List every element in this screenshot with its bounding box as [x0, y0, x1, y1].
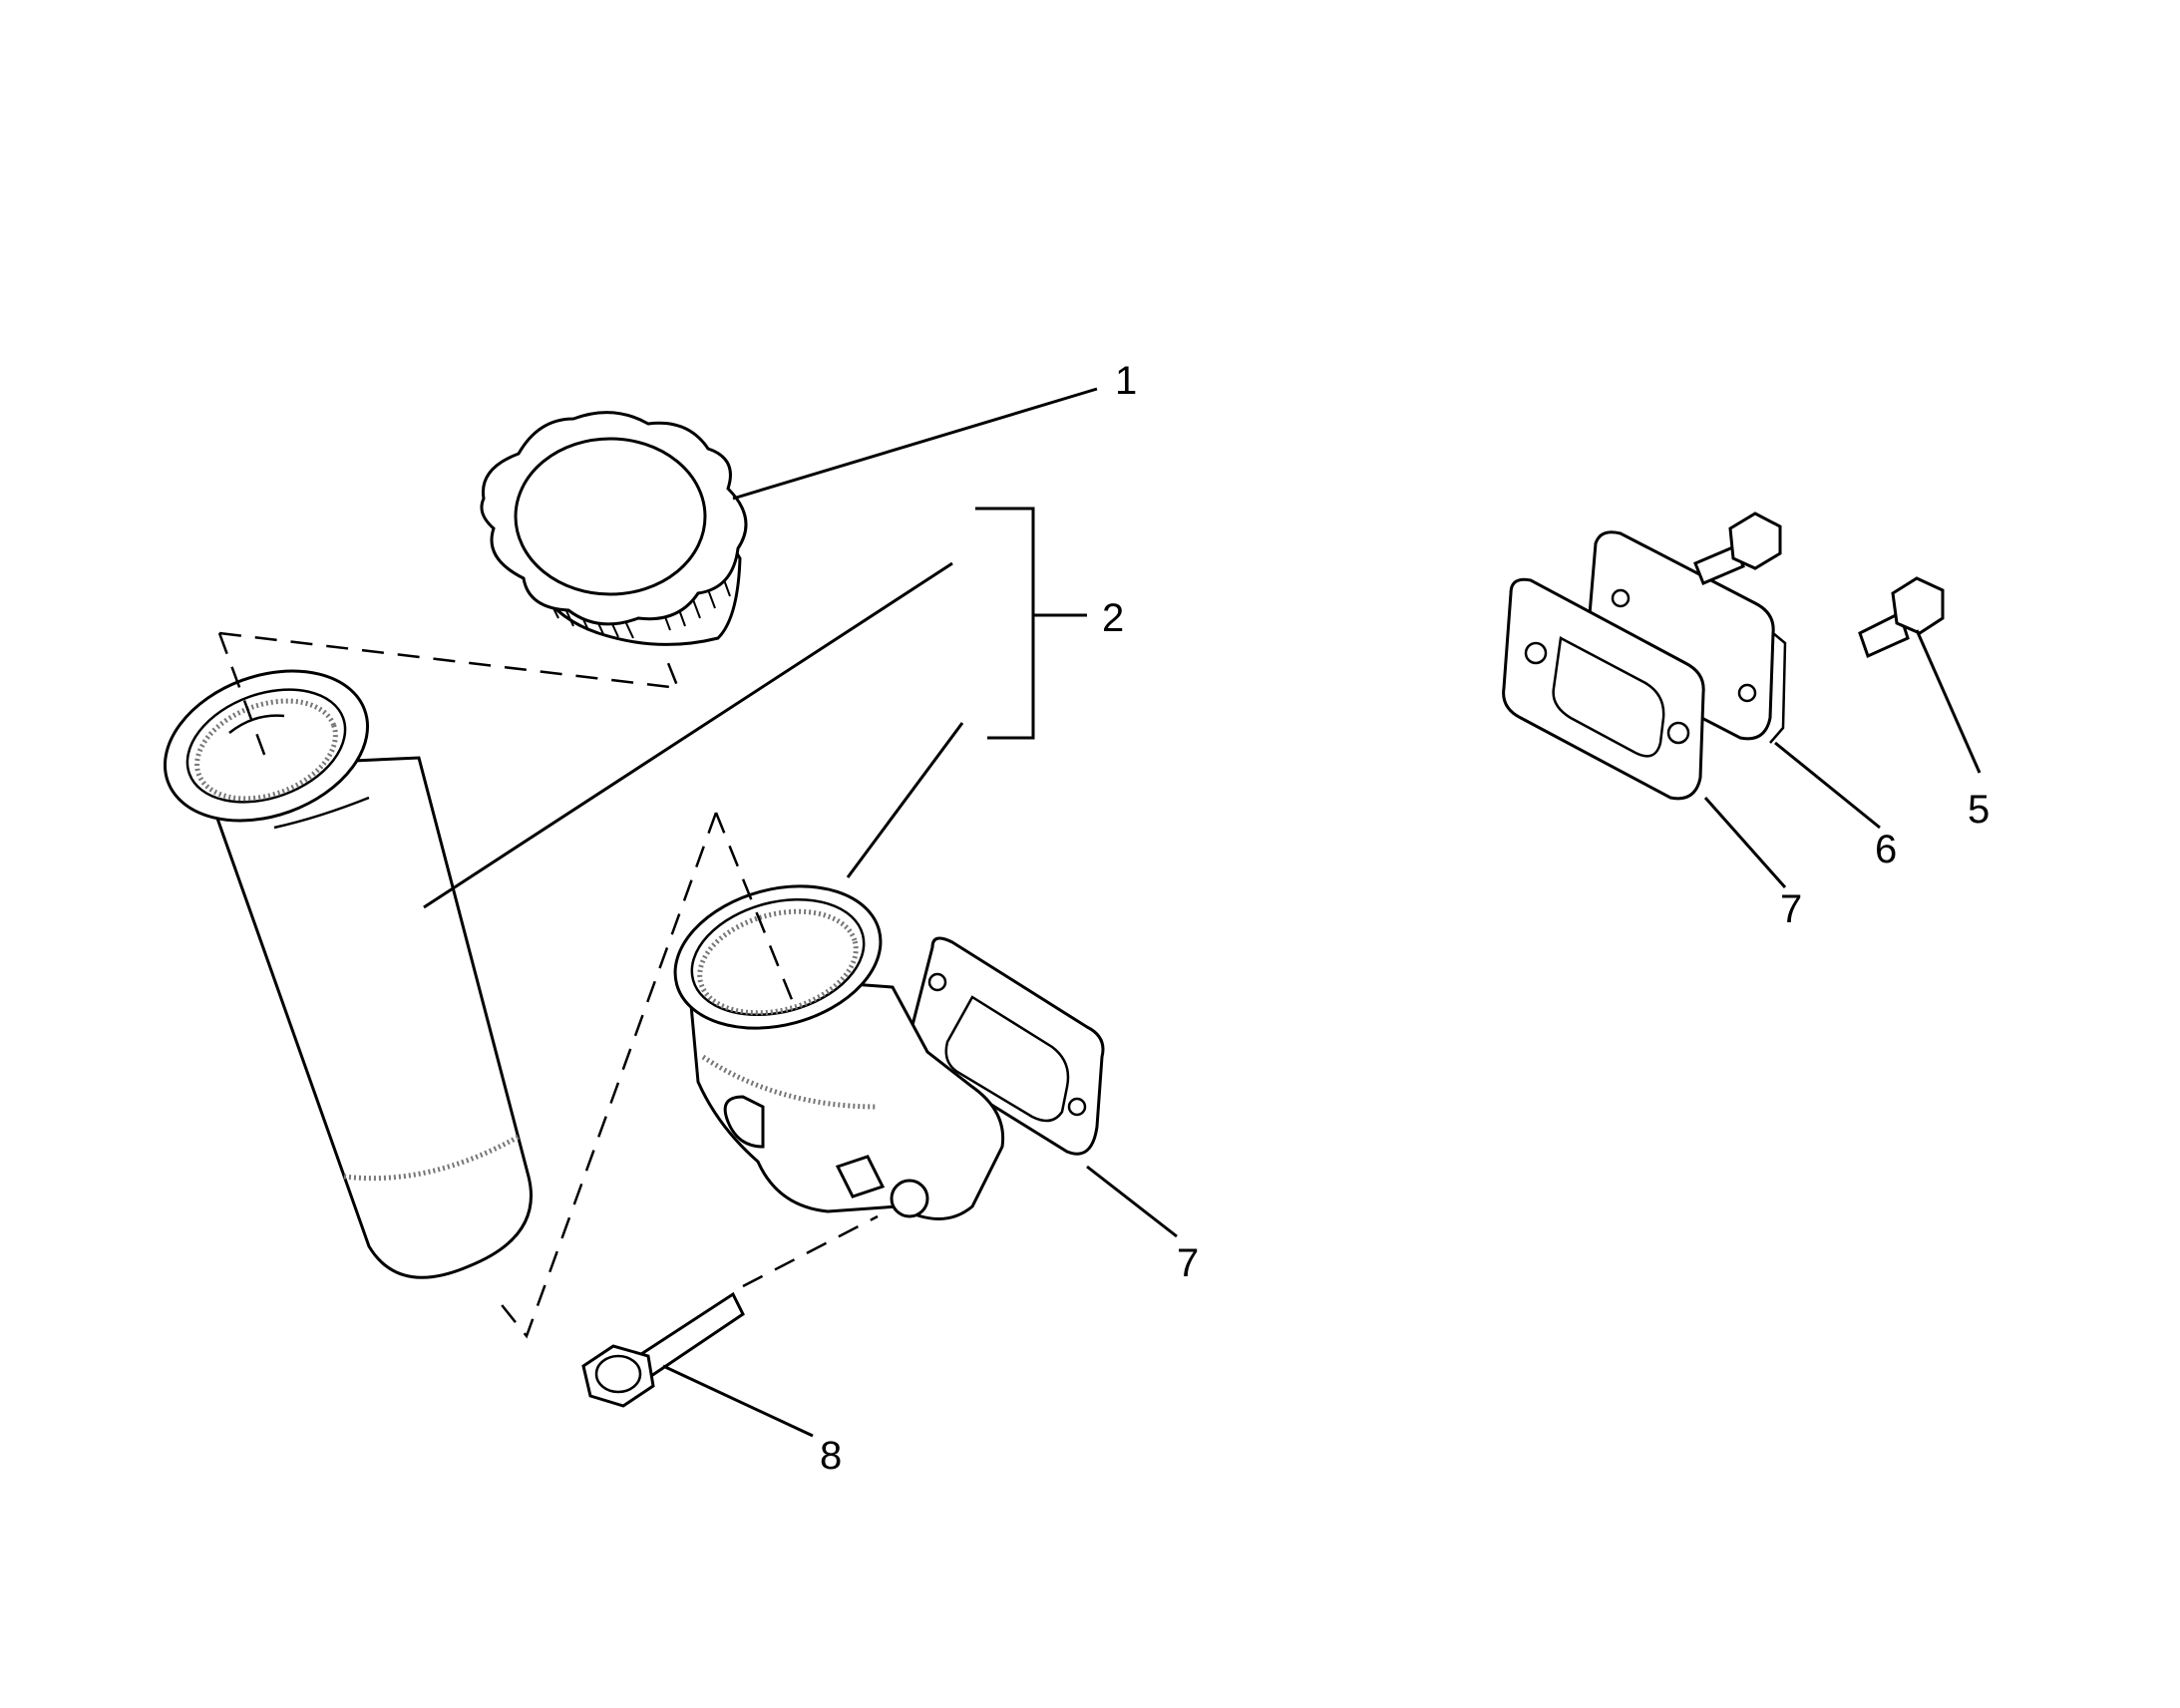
callout-7-right: 7 [1780, 887, 1802, 931]
callout-7-left: 7 [1177, 1241, 1199, 1285]
filler-cap [480, 411, 748, 646]
callout-5: 5 [1968, 788, 1990, 832]
filler-tube [163, 669, 533, 1279]
leader-lines [423, 387, 1982, 1438]
bolt-5-upper [1693, 512, 1782, 585]
gasket-7-right [1502, 577, 1705, 801]
elbow-housing [673, 884, 1105, 1220]
assembly-lines [217, 631, 879, 1339]
callout-8: 8 [820, 1434, 842, 1478]
callout-labels: 1 2 7 8 5 6 7 [820, 359, 1990, 1478]
callout-6: 6 [1875, 828, 1897, 871]
callout-2: 2 [1102, 596, 1124, 640]
callout-1: 1 [1115, 359, 1137, 403]
bolt-5 [1858, 576, 1945, 659]
bolt-8 [581, 1291, 745, 1408]
